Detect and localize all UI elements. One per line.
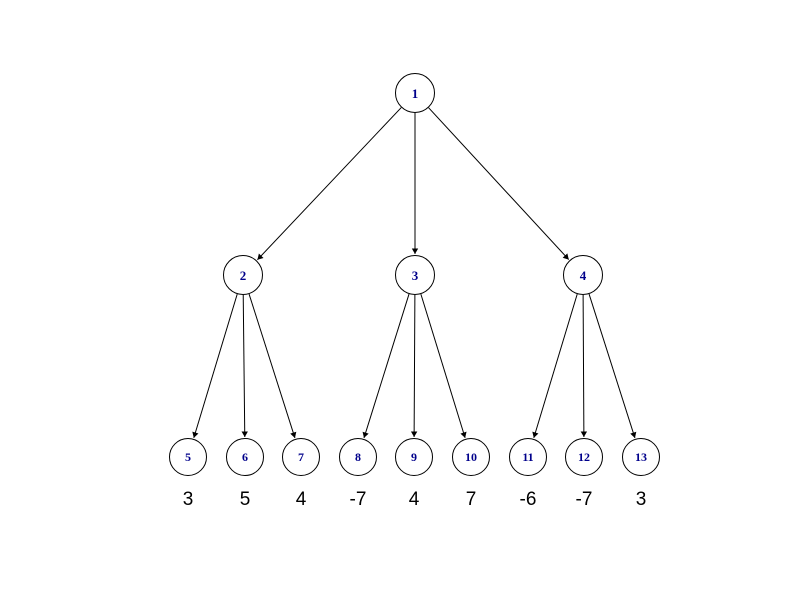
edge-arrowhead bbox=[192, 431, 199, 438]
tree-node-3[interactable]: 3 bbox=[395, 255, 435, 295]
tree-edge bbox=[362, 293, 410, 439]
edge-arrowhead bbox=[460, 431, 467, 438]
tree-node-label: 5 bbox=[185, 450, 191, 464]
tree-node-label: 12 bbox=[578, 450, 590, 464]
edge-arrowhead bbox=[411, 248, 419, 254]
tree-node-label: 3 bbox=[411, 267, 419, 283]
leaf-value-12: -7 bbox=[575, 489, 593, 510]
tree-node-label: 9 bbox=[411, 450, 417, 464]
tree-edge bbox=[580, 294, 588, 438]
tree-edge bbox=[248, 293, 297, 439]
tree-node-6[interactable]: 6 bbox=[226, 438, 264, 476]
tree-node-label: 13 bbox=[635, 450, 647, 464]
tree-node-label: 10 bbox=[465, 450, 477, 464]
tree-node-12[interactable]: 12 bbox=[565, 438, 603, 476]
tree-edge bbox=[192, 294, 238, 438]
tree-node-7[interactable]: 7 bbox=[282, 438, 320, 476]
tree-node-4[interactable]: 4 bbox=[563, 255, 603, 295]
tree-node-label: 1 bbox=[411, 85, 419, 101]
tree-edge bbox=[257, 107, 402, 261]
tree-edge bbox=[428, 107, 570, 260]
tree-edge bbox=[410, 294, 418, 438]
leaf-value-5: 3 bbox=[182, 489, 194, 510]
edge-arrowhead bbox=[362, 431, 369, 438]
edge-arrowhead bbox=[290, 431, 297, 438]
tree-edge bbox=[420, 293, 467, 439]
tree-node-label: 8 bbox=[355, 450, 361, 464]
tree-node-1[interactable]: 1 bbox=[395, 73, 435, 113]
tree-node-label: 11 bbox=[522, 450, 534, 464]
leaf-value-7: 4 bbox=[295, 489, 307, 510]
leaf-value-9: 4 bbox=[408, 489, 420, 510]
edge-arrowhead bbox=[580, 431, 588, 438]
leaf-value-6: 5 bbox=[239, 489, 251, 510]
tree-node-11[interactable]: 11 bbox=[509, 438, 547, 476]
leaf-value-10: 7 bbox=[465, 489, 477, 510]
tree-node-10[interactable]: 10 bbox=[452, 438, 490, 476]
leaf-value-13: 3 bbox=[635, 489, 647, 510]
edge-arrowhead bbox=[241, 431, 248, 438]
tree-node-9[interactable]: 9 bbox=[395, 438, 433, 476]
edge-arrowhead bbox=[562, 253, 569, 260]
tree-node-8[interactable]: 8 bbox=[339, 438, 377, 476]
tree-node-5[interactable]: 5 bbox=[169, 438, 207, 476]
edge-arrowhead bbox=[257, 253, 264, 260]
tree-node-2[interactable]: 2 bbox=[223, 255, 263, 295]
tree-edge bbox=[532, 294, 578, 438]
leaf-value-11: -6 bbox=[519, 489, 537, 510]
tree-node-13[interactable]: 13 bbox=[622, 438, 660, 476]
edge-arrowhead bbox=[630, 431, 637, 438]
leaf-value-8: -7 bbox=[349, 489, 367, 510]
tree-edge bbox=[241, 294, 248, 438]
tree-node-label: 6 bbox=[242, 450, 248, 464]
tree-edge bbox=[588, 293, 637, 439]
edge-arrowhead bbox=[410, 431, 418, 438]
tree-node-label: 7 bbox=[298, 450, 304, 464]
tree-node-label: 2 bbox=[239, 267, 247, 283]
tree-edge bbox=[411, 113, 419, 254]
tree-node-label: 4 bbox=[579, 267, 587, 283]
edge-arrowhead bbox=[532, 431, 539, 438]
